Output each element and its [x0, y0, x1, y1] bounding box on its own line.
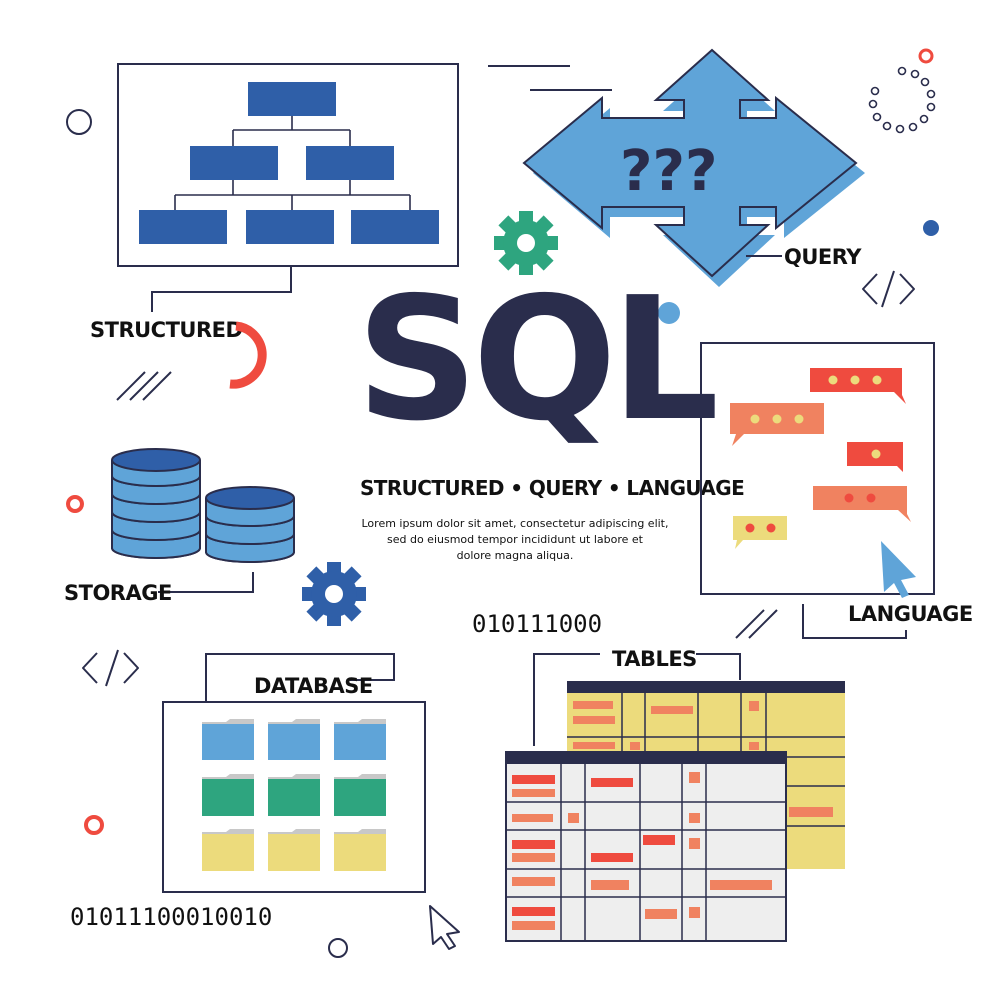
chat-icon — [700, 342, 935, 595]
query-marks: ??? — [620, 139, 717, 204]
chat-frame — [700, 342, 935, 595]
code-icon — [862, 270, 915, 308]
arrows-icon: ??? — [522, 48, 865, 287]
cursor-icon — [429, 905, 460, 950]
code-icon — [82, 649, 139, 687]
gear-icon — [302, 562, 366, 626]
hierarchy-frame — [117, 63, 459, 267]
hierarchy-icon — [117, 63, 459, 267]
hierarchy-node — [246, 210, 334, 244]
label-query: QUERY — [784, 245, 862, 269]
label-storage: STORAGE — [64, 581, 172, 605]
hierarchy-node — [248, 82, 336, 116]
decor-hatch — [116, 371, 172, 401]
hierarchy-node — [351, 210, 439, 244]
decor-arc — [229, 321, 267, 389]
label-database: DATABASE — [254, 674, 373, 698]
binary-bottom: 0101110001001​0 — [70, 903, 272, 931]
gear-icon — [494, 211, 558, 275]
decor-hatch — [735, 609, 778, 639]
label-language: LANGUAGE — [848, 602, 973, 626]
description-line: Lorem ipsum dolor sit amet, consectetur … — [362, 517, 669, 530]
loading-dots-icon — [868, 66, 936, 134]
folder-icon — [202, 719, 386, 871]
cursor-icon — [881, 541, 916, 598]
tables-connector — [533, 653, 600, 746]
hierarchy-node — [306, 146, 394, 180]
subtitle: STRUCTURED • QUERY • LANGUAGE — [360, 476, 744, 500]
title-sql: SQL — [356, 261, 715, 459]
decor-dot — [918, 48, 934, 64]
description-line: sed do eiusmod tempor incididunt ut labo… — [387, 533, 644, 546]
hierarchy-node — [190, 146, 278, 180]
hierarchy-node — [139, 210, 227, 244]
decor-dot — [66, 495, 84, 513]
tables-connector — [696, 653, 741, 680]
decor-circle — [66, 109, 92, 135]
structured-connector — [151, 266, 292, 312]
decor-circle — [328, 938, 348, 958]
language-connector — [802, 604, 907, 639]
label-tables: TABLES — [612, 647, 697, 671]
database-frame — [162, 701, 426, 893]
decor-dot — [923, 220, 939, 236]
decor-dot — [658, 302, 680, 324]
storage-connector — [158, 572, 254, 593]
binary-top: 010111000 — [472, 610, 602, 638]
database-connector — [205, 653, 395, 702]
description-line: dolore magna aliqua. — [457, 549, 574, 562]
label-structured: STRUCTURED — [90, 318, 242, 342]
table-icon — [505, 751, 787, 942]
decor-dot — [84, 815, 104, 835]
database-icon — [111, 448, 295, 563]
